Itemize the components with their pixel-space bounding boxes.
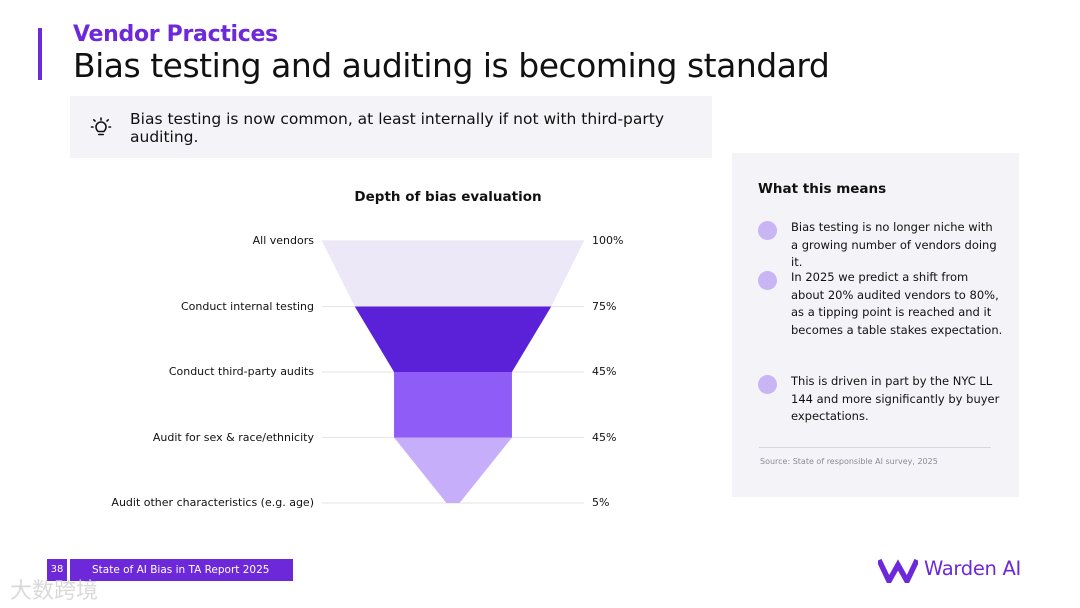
funnel-segment [394, 372, 512, 438]
panel-item-text: In 2025 we predict a shift from about 20… [791, 270, 1003, 337]
category-label: Conduct internal testing [180, 299, 314, 313]
what-this-means-panel: What this means Bias testing is no longe… [732, 153, 1019, 497]
category-label: Conduct third-party audits [168, 365, 314, 378]
insight-text: Bias testing is now common, at least int… [130, 110, 665, 146]
panel-title: What this means [758, 181, 887, 197]
page-number: 38 [47, 559, 67, 581]
category-label: All vendors [252, 234, 314, 247]
logo-text: Warden AI [924, 557, 1021, 580]
bullet-dot [758, 271, 777, 290]
funnel-segment [394, 437, 512, 503]
category-label: Audit for sex & race/ethnicity [152, 430, 314, 444]
category-label: Audit other characteristics (e.g. age) [111, 496, 314, 509]
value-label: 45% [592, 365, 617, 378]
page-title: Bias testing and auditing is becoming st… [73, 46, 830, 85]
panel-item-text: Bias testing is no longer niche with a g… [791, 220, 997, 269]
watermark: 大数跨境 [10, 579, 99, 604]
bullet-dot [758, 221, 777, 240]
report-title: State of AI Bias in TA Report 2025 [70, 559, 293, 581]
value-label: 5% [592, 496, 610, 509]
value-label: 75% [592, 299, 617, 313]
warden-logo-icon [878, 558, 918, 583]
value-label: 45% [592, 430, 617, 444]
panel-item-text: This is driven in part by the NYC LL 144… [791, 374, 1000, 423]
source-note: Source: State of responsible AI survey, … [760, 457, 938, 466]
bullet-dot [758, 375, 777, 394]
funnel-segment [354, 306, 552, 372]
value-label: 100% [592, 234, 624, 247]
lightbulb-icon [90, 117, 112, 136]
funnel-segment [322, 241, 584, 307]
insight-box: Bias testing is now common, at least int… [70, 96, 712, 158]
chart-title: Depth of bias evaluation [354, 189, 542, 205]
panel-divider [759, 447, 991, 448]
section-label: Vendor Practices [73, 22, 278, 47]
accent-bar [38, 28, 42, 80]
